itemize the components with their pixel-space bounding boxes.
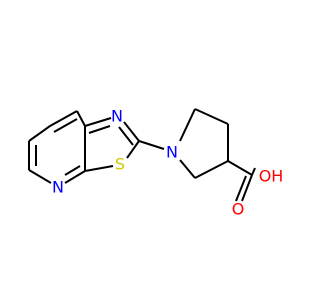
bond xyxy=(194,108,229,125)
bond xyxy=(194,160,229,179)
pyridine-ring xyxy=(28,110,86,184)
carboxylic-acid-group xyxy=(227,160,256,202)
atom-label-n-pyrrolidine: N xyxy=(166,143,178,162)
bond xyxy=(88,125,111,134)
pyrrolidine-ring xyxy=(179,108,229,179)
atom-label-n-pyridine: N xyxy=(52,178,64,197)
atom-label-oh: OH xyxy=(259,167,284,186)
molecule-structure: N N S N O OH xyxy=(28,107,284,219)
bond xyxy=(126,140,140,159)
bond xyxy=(179,108,196,142)
bond xyxy=(235,175,247,202)
bond xyxy=(138,140,165,150)
bond xyxy=(28,125,51,142)
molecule-diagram: N N S N O OH xyxy=(28,106,284,219)
bond xyxy=(84,165,114,172)
bond xyxy=(179,159,196,179)
bond xyxy=(251,167,256,176)
atom-label-s: S xyxy=(115,155,125,174)
bond xyxy=(76,110,86,127)
bond xyxy=(123,121,140,142)
atom-label-o-carbonyl: O xyxy=(232,200,245,219)
bond xyxy=(241,174,253,202)
thiazole-ring xyxy=(84,117,140,172)
bond xyxy=(28,169,52,184)
bond xyxy=(49,110,78,127)
bond xyxy=(118,126,134,146)
bond xyxy=(53,118,78,133)
bond xyxy=(64,165,81,176)
bond xyxy=(64,170,86,184)
atom-label-n-thiazole: N xyxy=(111,107,123,126)
bond xyxy=(227,160,253,176)
bond xyxy=(84,117,112,127)
